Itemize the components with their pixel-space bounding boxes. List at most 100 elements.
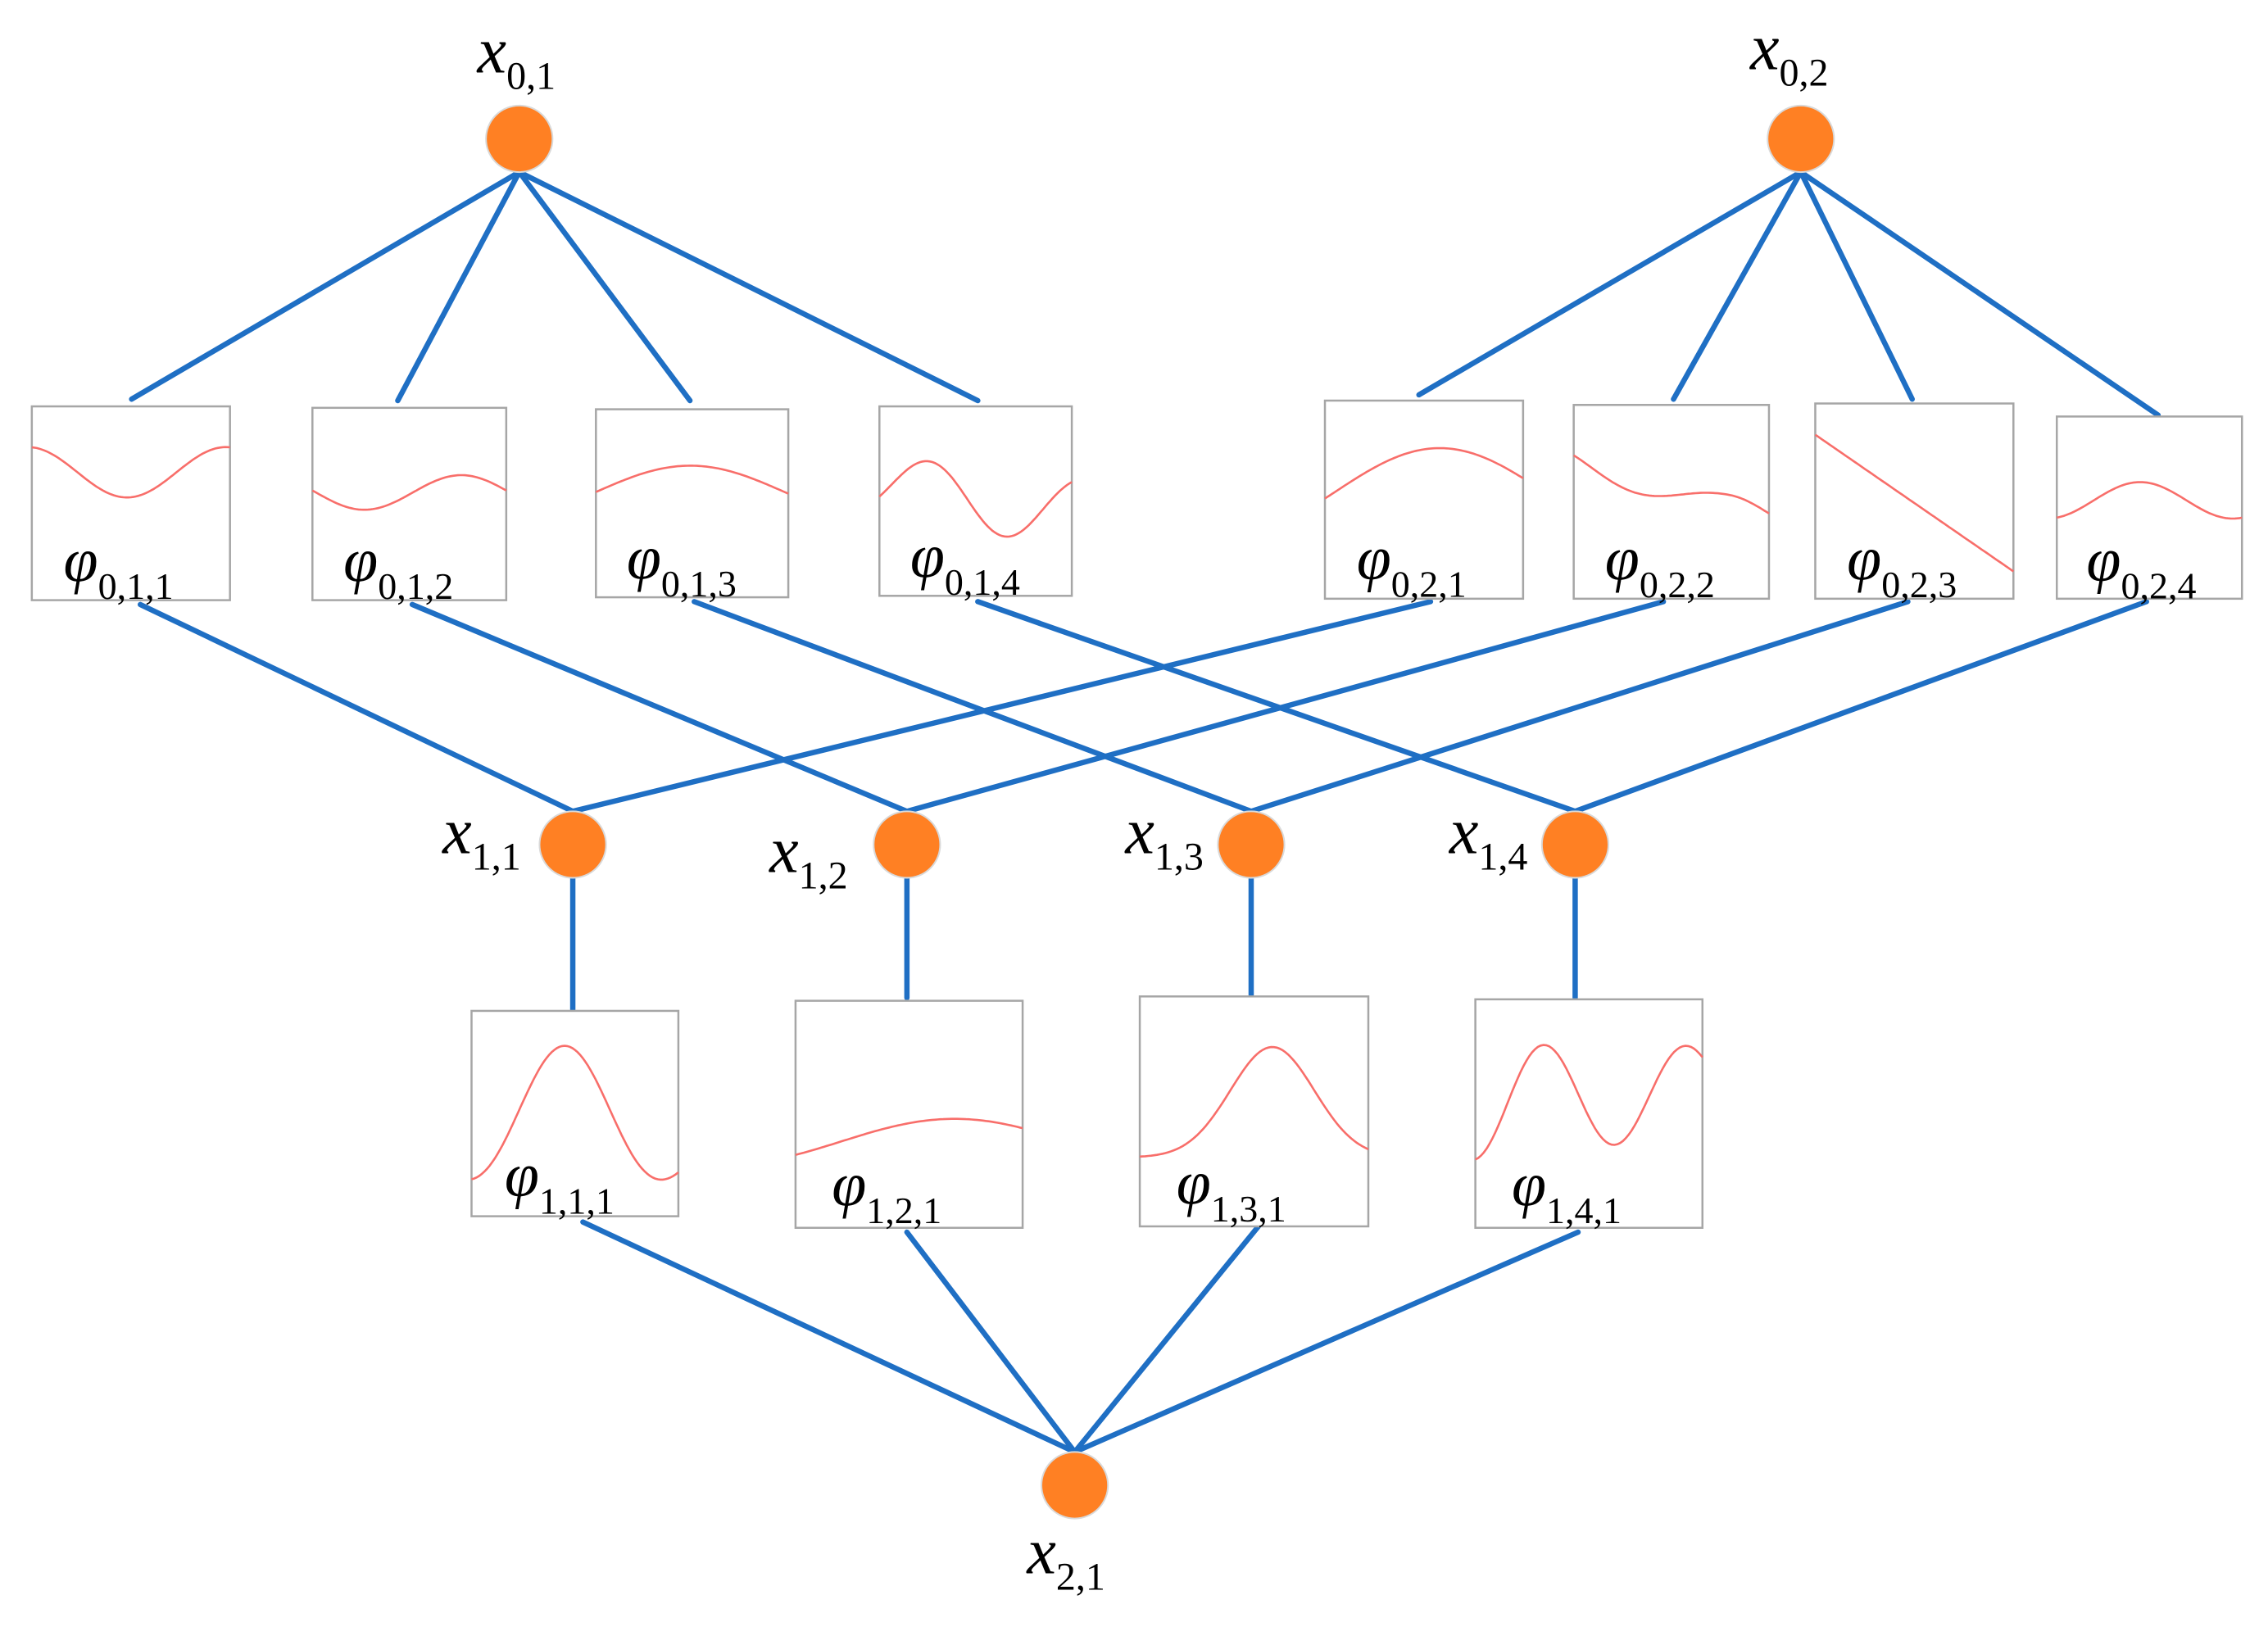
function-label-phi0,2,2: φ0,2,2: [1605, 524, 1715, 605]
function-label-base: φ: [1847, 524, 1881, 593]
node-x0,2: x0,2: [1749, 12, 1835, 174]
function-box-frame: [311, 406, 508, 601]
activation-curve: [471, 1045, 679, 1181]
edge-x0,1-to-phi0,1,2: [395, 169, 522, 404]
node-label-x0,1: x0,1: [477, 15, 556, 97]
node-label-base: x: [442, 796, 472, 868]
function-label-subscript: 0,2,4: [2121, 565, 2196, 607]
activation-curve: [311, 474, 507, 511]
function-label-subscript: 0,1,1: [98, 565, 174, 607]
function-box-phi1,3,1: φ1,3,1: [1138, 995, 1370, 1230]
node-circle: [538, 810, 607, 879]
function-label-base: φ: [910, 522, 945, 591]
node-x0,1: x0,1: [477, 15, 556, 174]
function-box-phi0,1,2: φ0,1,2: [311, 406, 508, 607]
edge-x0,2-to-phi0,2,4: [1798, 169, 2161, 418]
function-label-base: φ: [1512, 1150, 1546, 1219]
function-label-subscript: 0,2,3: [1881, 564, 1957, 605]
node-label-base: x: [1026, 1516, 1056, 1588]
node-label-subscript: 0,2: [1780, 52, 1829, 95]
edge-phi0,2,2-to-x1,2: [904, 599, 1667, 814]
function-box-frame: [1572, 404, 1771, 600]
function-label-phi0,2,3: φ0,2,3: [1847, 524, 1957, 605]
edge-x0,1-to-phi0,1,3: [516, 169, 693, 404]
function-label-phi0,1,1: φ0,1,1: [64, 526, 174, 607]
function-box-frame: [1323, 399, 1525, 600]
node-label-x2,1: x2,1: [1026, 1516, 1105, 1599]
activation-curve: [1324, 446, 1524, 500]
node-label-base: x: [1449, 796, 1479, 868]
edge-x0,2-to-phi0,2,3: [1798, 169, 1915, 402]
edges: [129, 169, 2161, 1455]
node-label-x0,2: x0,2: [1749, 12, 1829, 95]
function-box-phi1,1,1: φ1,1,1: [470, 1009, 680, 1222]
function-label-base: φ: [627, 523, 661, 592]
function-box-frame: [595, 408, 790, 599]
function-label-base: φ: [2086, 526, 2121, 595]
node-x1,4: x1,4: [1449, 796, 1610, 879]
function-label-subscript: 1,1,1: [539, 1181, 615, 1222]
function-label-phi1,2,1: φ1,2,1: [832, 1150, 941, 1231]
node-label-x1,3: x1,3: [1124, 796, 1204, 879]
function-box-phi0,2,3: φ0,2,3: [1814, 402, 2015, 605]
function-box-frame: [30, 405, 231, 601]
node-label-base: x: [1124, 796, 1154, 868]
function-box-frame: [2056, 415, 2243, 600]
function-label-subscript: 0,1,2: [378, 565, 453, 607]
node-label-subscript: 2,1: [1056, 1556, 1105, 1599]
node-circle: [1540, 810, 1610, 879]
node-label-subscript: 0,1: [506, 54, 556, 97]
function-label-base: φ: [343, 526, 378, 595]
edge-phi1,3,1-to-x2,1: [1072, 1223, 1262, 1455]
function-label-subscript: 1,4,1: [1546, 1190, 1622, 1231]
activation-curve: [31, 446, 230, 499]
function-label-subscript: 0,1,3: [661, 563, 737, 605]
edge-phi0,1,2-to-x1,2: [409, 601, 910, 814]
node-label-base: x: [477, 15, 507, 87]
function-label-base: φ: [64, 526, 98, 595]
function-box-phi0,1,4: φ0,1,4: [878, 405, 1073, 603]
node-label-x1,1: x1,1: [442, 796, 521, 879]
node-circle: [485, 104, 554, 174]
edge-x0,1-to-phi0,1,1: [129, 169, 522, 402]
activation-curve: [878, 460, 1073, 538]
node-label-x1,2: x1,2: [769, 814, 848, 897]
node-label-subscript: 1,2: [799, 854, 848, 897]
function-label-phi1,1,1: φ1,1,1: [505, 1141, 615, 1222]
edge-phi1,2,1-to-x2,1: [904, 1229, 1077, 1455]
node-x2,1: x2,1: [1026, 1451, 1109, 1599]
edge-x0,2-to-phi0,2,2: [1671, 169, 1804, 402]
activation-curve: [795, 1117, 1023, 1156]
function-label-base: φ: [1177, 1149, 1211, 1217]
node-circle: [1767, 104, 1835, 174]
edge-phi1,1,1-to-x2,1: [580, 1219, 1077, 1455]
function-label-base: φ: [1357, 524, 1391, 593]
edge-x0,1-to-phi0,1,4: [516, 169, 981, 404]
function-box-phi0,2,2: φ0,2,2: [1572, 404, 1771, 605]
function-box-frame: [1138, 995, 1370, 1228]
function-label-base: φ: [832, 1150, 866, 1219]
function-box-phi0,2,4: φ0,2,4: [2056, 415, 2243, 607]
function-label-subscript: 0,1,4: [945, 561, 1020, 603]
function-box-frame: [794, 999, 1024, 1229]
function-label-phi0,2,4: φ0,2,4: [2086, 526, 2196, 607]
function-box-phi1,2,1: φ1,2,1: [794, 999, 1024, 1231]
edge-phi0,2,3-to-x1,3: [1248, 599, 1911, 814]
node-label-x1,4: x1,4: [1449, 796, 1528, 879]
node-circle: [1217, 810, 1286, 879]
function-box-phi0,2,1: φ0,2,1: [1323, 399, 1525, 605]
function-label-phi0,1,2: φ0,1,2: [343, 526, 453, 607]
edge-phi0,1,1-to-x1,1: [137, 601, 576, 814]
function-label-subscript: 1,2,1: [866, 1190, 941, 1231]
node-label-base: x: [1749, 12, 1780, 84]
function-box-phi0,1,3: φ0,1,3: [595, 408, 790, 605]
function-label-subscript: 0,2,1: [1391, 564, 1467, 605]
edge-phi0,2,1-to-x1,1: [569, 599, 1434, 814]
function-box-phi1,4,1: φ1,4,1: [1474, 998, 1704, 1231]
edge-phi0,2,4-to-x1,4: [1572, 599, 2149, 814]
function-label-subscript: 1,3,1: [1211, 1188, 1286, 1230]
function-label-base: φ: [505, 1141, 539, 1210]
